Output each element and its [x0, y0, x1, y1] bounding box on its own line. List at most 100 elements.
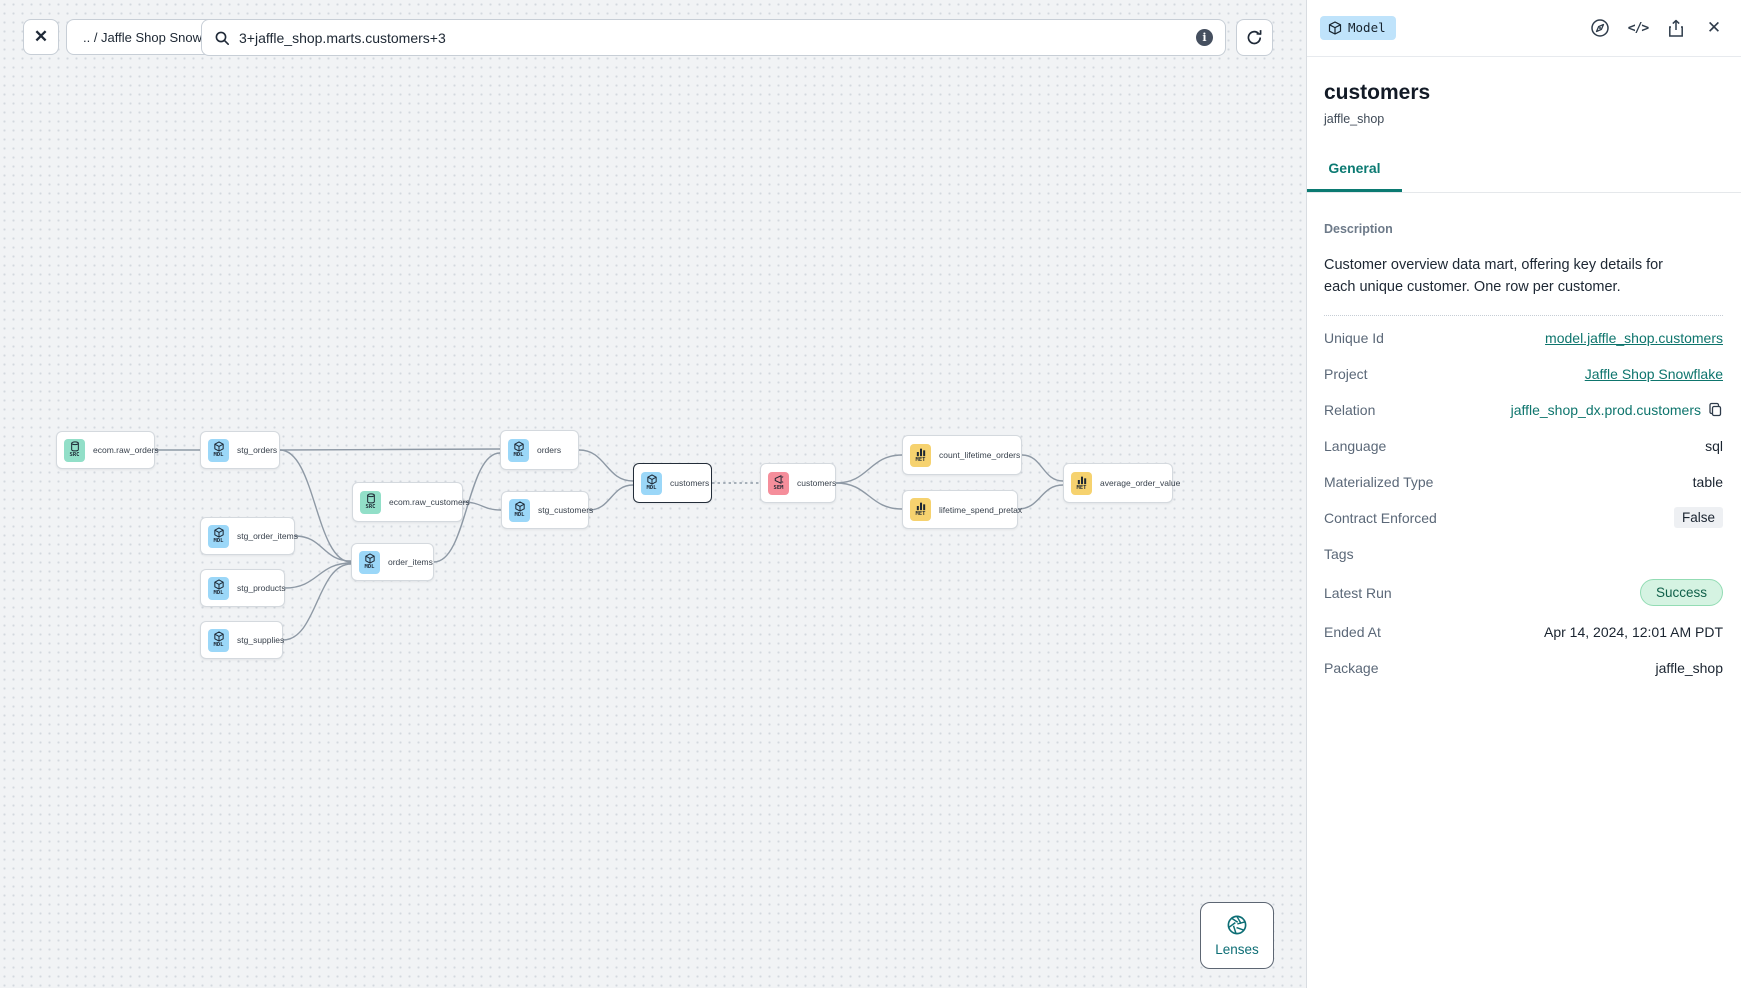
lineage-edge — [1021, 454, 1064, 482]
field-value: model.jaffle_shop.customers — [1545, 330, 1723, 346]
lineage-edge — [578, 449, 634, 482]
field-value: Apr 14, 2024, 12:01 AM PDT — [1544, 623, 1723, 640]
lineage-edge — [588, 484, 634, 511]
lenses-label: Lenses — [1215, 942, 1259, 957]
met-node-icon: MET — [1071, 471, 1092, 495]
lineage-edge — [1017, 484, 1064, 510]
lineage-edge — [835, 454, 903, 484]
close-lineage-button[interactable]: ✕ — [23, 19, 59, 55]
lineage-edge — [294, 535, 352, 562]
field-label: Tags — [1324, 545, 1354, 562]
field-label: Relation — [1324, 401, 1376, 418]
field-row-contract-enforced: Contract Enforced False — [1324, 500, 1723, 536]
share-icon[interactable] — [1665, 17, 1687, 39]
search-input[interactable] — [239, 29, 1187, 46]
field-label: Latest Run — [1324, 584, 1392, 601]
field-row-tags: Tags — [1324, 536, 1723, 572]
node-label: ecom.raw_customers — [389, 497, 470, 507]
mdl-node-icon: MDL — [208, 438, 229, 462]
field-link[interactable]: Jaffle Shop Snowflake — [1584, 365, 1723, 382]
copy-icon[interactable] — [1708, 402, 1723, 417]
graph-node-stg-customers[interactable]: MDL stg_customers — [501, 491, 593, 529]
graph-node-order-items[interactable]: MDL order_items — [351, 543, 434, 581]
field-label: Contract Enforced — [1324, 509, 1437, 526]
model-cube-icon — [1328, 20, 1342, 35]
field-label: Package — [1324, 659, 1379, 676]
search-icon — [215, 31, 229, 45]
refresh-icon — [1247, 30, 1262, 45]
node-label: ecom.raw_orders — [93, 445, 159, 455]
node-label: customers — [797, 478, 837, 488]
field-label: Unique Id — [1324, 329, 1384, 346]
graph-node-average-order-value[interactable]: MET average_order_value — [1063, 463, 1180, 503]
node-label: stg_customers — [538, 505, 594, 515]
lineage-edge — [282, 563, 352, 641]
node-label: stg_supplies — [237, 635, 285, 645]
field-value: Success — [1639, 579, 1723, 607]
field-row-latest-run: Latest Run Success — [1324, 572, 1723, 614]
sem-node-icon: SEM — [768, 471, 789, 495]
panel-header: Model </> ✕ — [1307, 0, 1741, 57]
detail-panel: Model </> ✕ customers jaffle — [1306, 0, 1741, 988]
lenses-aperture-icon — [1227, 915, 1247, 935]
mdl-node-icon: MDL — [508, 438, 529, 462]
package-subtitle: jaffle_shop — [1324, 112, 1385, 126]
node-label: stg_products — [237, 583, 286, 593]
tab-general[interactable]: General — [1307, 160, 1402, 192]
field-value[interactable]: jaffle_shop_dx.prod.customers — [1511, 402, 1723, 418]
lineage-edge — [835, 482, 903, 510]
field-row-package: Package jaffle_shop — [1324, 650, 1723, 686]
close-panel-icon[interactable]: ✕ — [1706, 18, 1722, 37]
lineage-edge — [279, 448, 501, 451]
field-link[interactable]: model.jaffle_shop.customers — [1545, 329, 1723, 346]
field-row-relation: Relation jaffle_shop_dx.prod.customers — [1324, 392, 1723, 428]
graph-node-stg-supplies[interactable]: MDL stg_supplies — [200, 621, 285, 659]
explore-compass-icon[interactable] — [1589, 17, 1611, 39]
node-label: lifetime_spend_pretax — [939, 504, 1023, 515]
field-value: Jaffle Shop Snowflake — [1585, 366, 1723, 382]
field-value: False — [1673, 507, 1723, 529]
model-type-badge: Model — [1320, 16, 1396, 40]
node-label: order_items — [388, 557, 433, 567]
refresh-button[interactable] — [1236, 19, 1273, 56]
graph-node-ecom-raw-customers[interactable]: SRC ecom.raw_customers — [352, 482, 470, 522]
field-label: Ended At — [1324, 623, 1381, 640]
field-label: Language — [1324, 437, 1387, 454]
tab-bar: General — [1307, 160, 1741, 193]
mdl-node-icon: MDL — [208, 628, 229, 652]
src-node-icon: SRC — [360, 490, 381, 514]
src-node-icon: SRC — [64, 438, 85, 462]
lineage-search[interactable]: i — [201, 19, 1226, 56]
page-title: customers — [1324, 81, 1431, 104]
field-label: Materialized Type — [1324, 473, 1434, 490]
met-node-icon: MET — [910, 443, 931, 467]
info-icon[interactable]: i — [1196, 29, 1213, 46]
graph-node-ecom-raw-orders[interactable]: SRC ecom.raw_orders — [56, 431, 159, 469]
node-label: count_lifetime_orders — [939, 450, 1021, 460]
code-icon[interactable]: </> — [1627, 20, 1649, 36]
model-type-label: Model — [1348, 20, 1386, 35]
graph-node-count-lifetime-orders[interactable]: MET count_lifetime_orders — [902, 435, 1022, 475]
graph-node-customers[interactable]: SEM customers — [760, 463, 836, 503]
mdl-node-icon: MDL — [359, 550, 380, 574]
field-value: table — [1692, 473, 1723, 490]
field-value: jaffle_shop — [1655, 659, 1723, 676]
mdl-node-icon: MDL — [509, 498, 530, 522]
mdl-node-icon: MDL — [208, 524, 229, 548]
field-row-materialized-type: Materialized Type table — [1324, 464, 1723, 500]
lineage-edge — [284, 562, 352, 589]
lenses-button[interactable]: Lenses — [1200, 902, 1274, 969]
graph-node-stg-products[interactable]: MDL stg_products — [200, 569, 286, 607]
mdl-node-icon: MDL — [208, 576, 229, 600]
field-row-unique-id: Unique Id model.jaffle_shop.customers — [1324, 320, 1723, 356]
node-label: average_order_value — [1100, 478, 1181, 488]
contract-badge: False — [1673, 507, 1723, 529]
